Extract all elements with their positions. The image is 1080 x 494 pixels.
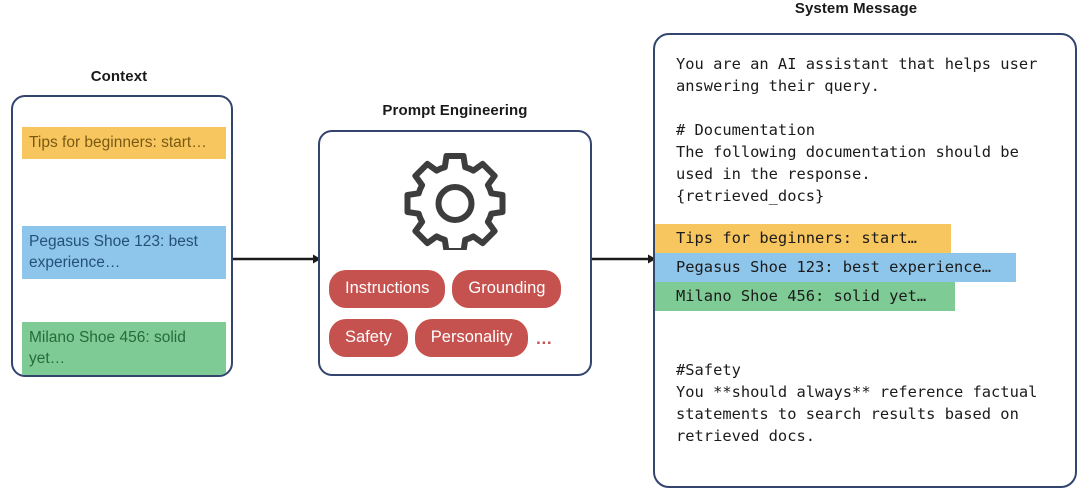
prompt-engineering-box: Instructions Grounding Safety Personalit…: [318, 130, 592, 376]
system-intro-text: You are an AI assistant that helps user …: [676, 55, 1038, 95]
arrow-prompt-to-system: [592, 254, 656, 264]
pill-instructions[interactable]: Instructions: [329, 270, 446, 308]
prompt-pill-row-bottom: Safety Personality …: [329, 319, 553, 357]
pill-safety[interactable]: Safety: [329, 319, 408, 357]
system-message-panel-title: System Message: [794, 0, 918, 17]
system-message-content: You are an AI assistant that helps user …: [655, 35, 1075, 486]
context-panel-title: Context: [90, 68, 148, 85]
context-box: Tips for beginners: start… Pegasus Shoe …: [11, 95, 233, 377]
context-chunk-tips: Tips for beginners: start…: [22, 127, 226, 159]
prompt-engineering-panel-title: Prompt Engineering: [382, 102, 528, 119]
prompt-pill-row-top: Instructions Grounding: [329, 270, 562, 308]
system-chunk-tips: Tips for beginners: start…: [655, 224, 951, 253]
gear-icon: [404, 153, 506, 250]
system-chunk-milano: Milano Shoe 456: solid yet…: [655, 282, 955, 311]
system-documentation-text: # Documentation The following documentat…: [676, 121, 1019, 205]
system-safety-text: #Safety You **should always** reference …: [676, 361, 1038, 445]
system-message-box: You are an AI assistant that helps user …: [653, 33, 1077, 488]
context-chunk-milano: Milano Shoe 456: solid yet…: [22, 322, 226, 375]
context-chunk-pegasus: Pegasus Shoe 123: best experience…: [22, 226, 226, 279]
system-chunk-pegasus: Pegasus Shoe 123: best experience…: [655, 253, 1016, 282]
pill-personality[interactable]: Personality: [414, 319, 529, 357]
pill-more-ellipsis[interactable]: …: [535, 329, 554, 348]
arrow-context-to-prompt: [233, 254, 321, 264]
pill-grounding[interactable]: Grounding: [452, 270, 562, 308]
